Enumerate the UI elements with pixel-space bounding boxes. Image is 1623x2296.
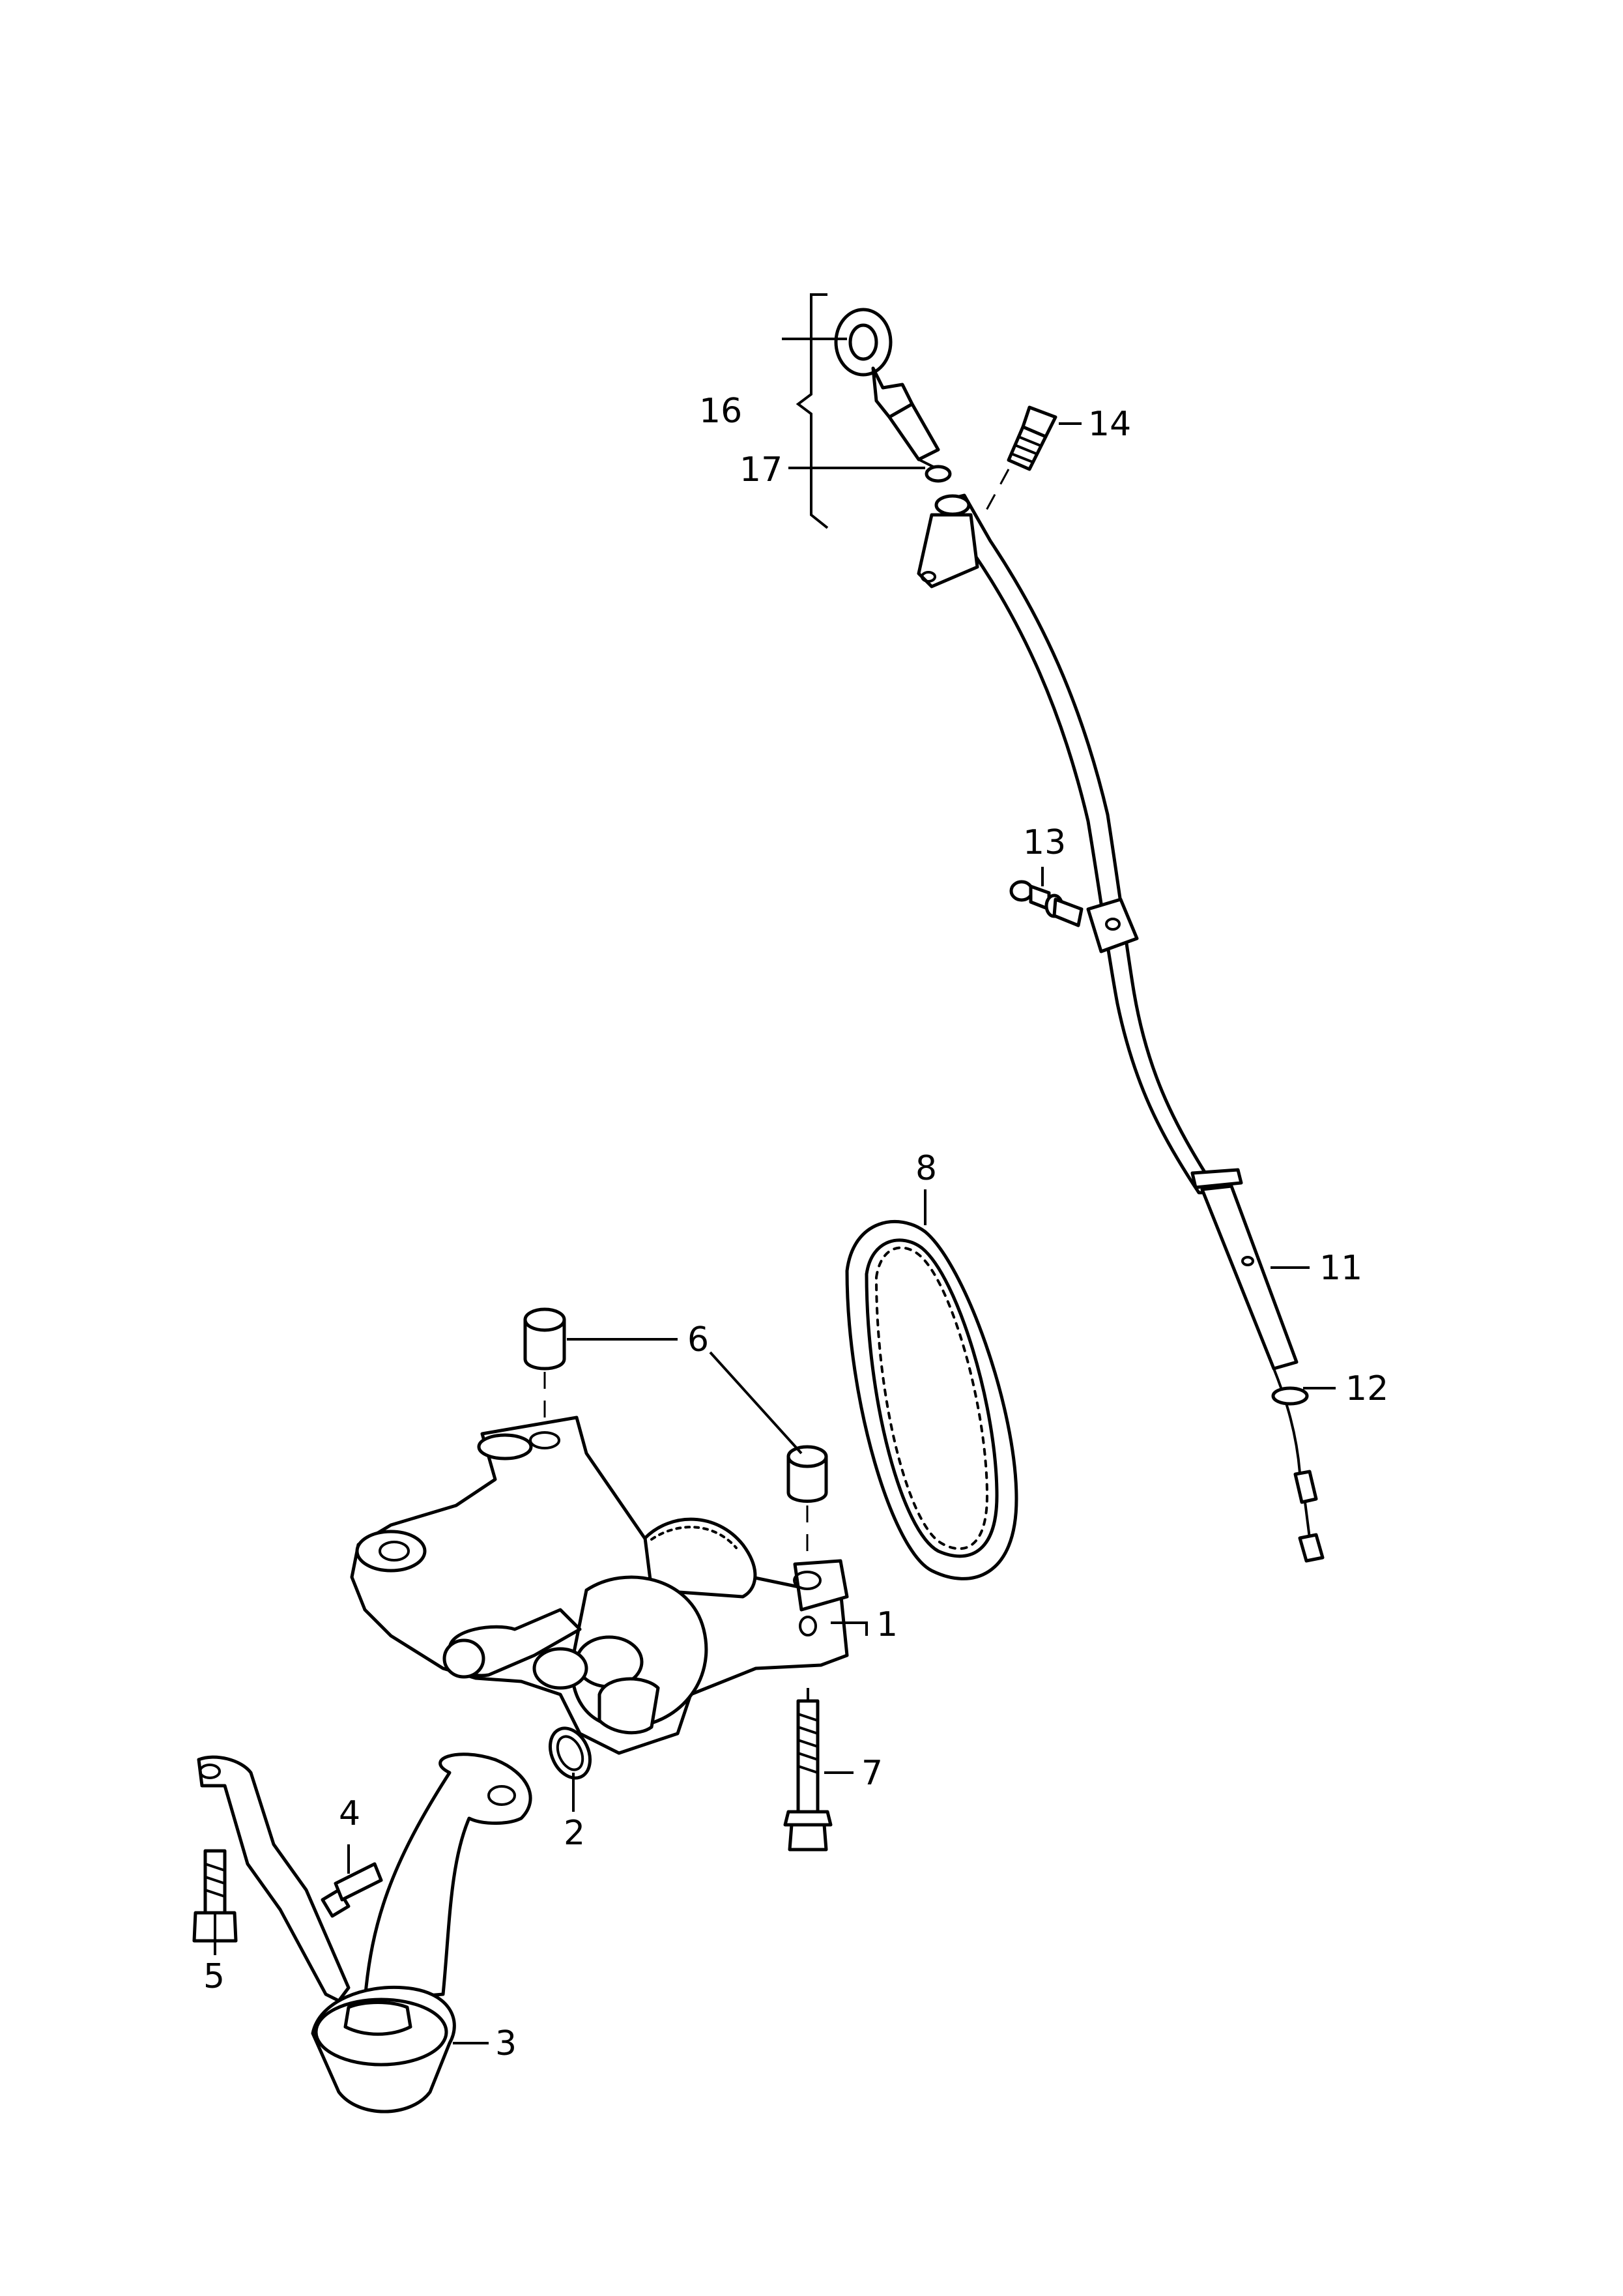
bolt-part-7: [783, 1699, 833, 1852]
dipstick-handle: [834, 308, 940, 471]
callout-16: 16: [699, 392, 742, 431]
bolt-part-14: [1007, 405, 1057, 471]
callout-3: 3: [495, 2024, 517, 2063]
callout-4: 4: [339, 1794, 360, 1833]
dowel-sleeve-upper: [523, 1307, 566, 1371]
oil-pump-housing: [350, 1416, 849, 1755]
callout-5: 5: [203, 1957, 225, 1996]
callout-labels: 1 2 3 4 5 6 7 8 11 12 13 14 16 17: [203, 392, 1388, 2063]
oil-suction-pipe: [197, 1752, 532, 2114]
toothed-belt: [845, 1219, 1018, 1580]
dipstick-end: [1293, 1470, 1325, 1563]
bolt-14-axis: [983, 469, 1010, 516]
bolt-part-4: [321, 1862, 383, 1918]
callout-17: 17: [740, 450, 783, 489]
callout-11: 11: [1319, 1249, 1362, 1288]
seal-ring-part-12: [1271, 1386, 1309, 1406]
callout-6: 6: [687, 1320, 709, 1359]
callout-14: 14: [1088, 405, 1131, 444]
callout-7: 7: [861, 1754, 883, 1793]
callout-1: 1: [876, 1605, 898, 1644]
callout-2: 2: [564, 1814, 585, 1853]
callout-8: 8: [915, 1149, 937, 1188]
bolt-part-13: [1009, 880, 1084, 927]
dipstick-guide-tube: [917, 493, 1301, 1474]
dipstick-seal-ring: [925, 465, 952, 483]
callout-12: 12: [1345, 1369, 1388, 1408]
callout-leaders: [214, 293, 1336, 2044]
callout-13: 13: [1023, 823, 1066, 862]
dowel-sleeve-lower: [786, 1445, 828, 1503]
seal-ring-part-2: [549, 1726, 592, 1780]
